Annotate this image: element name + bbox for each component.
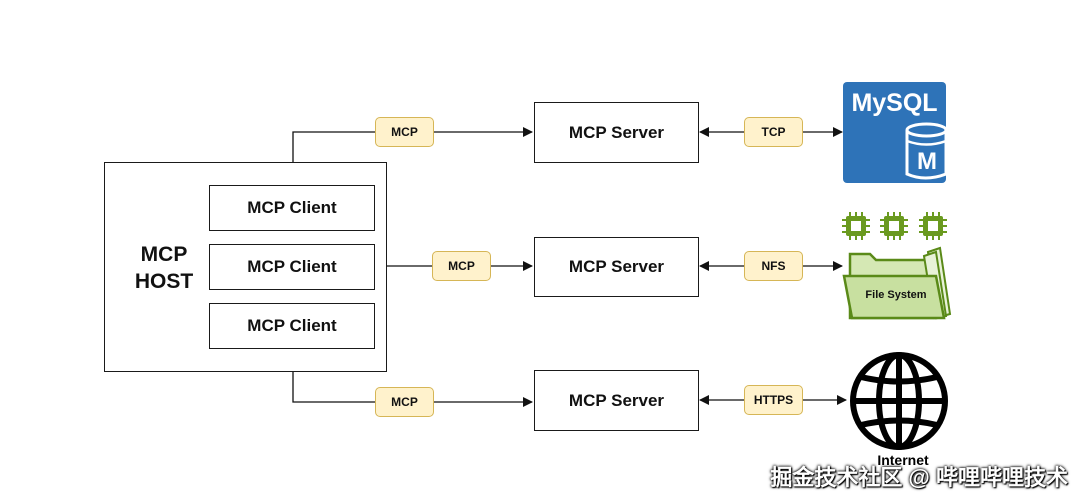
mcp-server-2: MCP Server bbox=[534, 237, 699, 297]
mcp-host-label: MCP HOST bbox=[124, 241, 204, 295]
mcp-client-1: MCP Client bbox=[209, 185, 375, 231]
folder-icon bbox=[842, 212, 952, 320]
mcp-server-1: MCP Server bbox=[534, 102, 699, 163]
mcp-tag-3: MCP bbox=[375, 387, 434, 417]
internet-label: Internet bbox=[877, 452, 929, 468]
file-system-label: File System bbox=[865, 289, 927, 301]
host-label-line1: MCP bbox=[140, 243, 188, 266]
mcp-tag-1: MCP bbox=[375, 117, 434, 147]
mcp-tag-2: MCP bbox=[432, 251, 491, 281]
mcp-client-3: MCP Client bbox=[209, 303, 375, 349]
protocol-tag-tcp: TCP bbox=[744, 117, 803, 147]
globe-icon bbox=[850, 352, 948, 450]
mcp-client-2: MCP Client bbox=[209, 244, 375, 290]
protocol-tag-https: HTTPS bbox=[744, 385, 803, 415]
protocol-tag-nfs: NFS bbox=[744, 251, 803, 281]
mysql-database-icon: MySQL M bbox=[843, 82, 946, 183]
mcp-server-3: MCP Server bbox=[534, 370, 699, 431]
mysql-label: MySQL bbox=[851, 89, 938, 117]
host-label-line2: HOST bbox=[134, 270, 194, 293]
mysql-letter: M bbox=[917, 148, 937, 175]
watermark: 掘金技术社区 @ 哔哩哔哩技术 bbox=[770, 465, 1068, 490]
